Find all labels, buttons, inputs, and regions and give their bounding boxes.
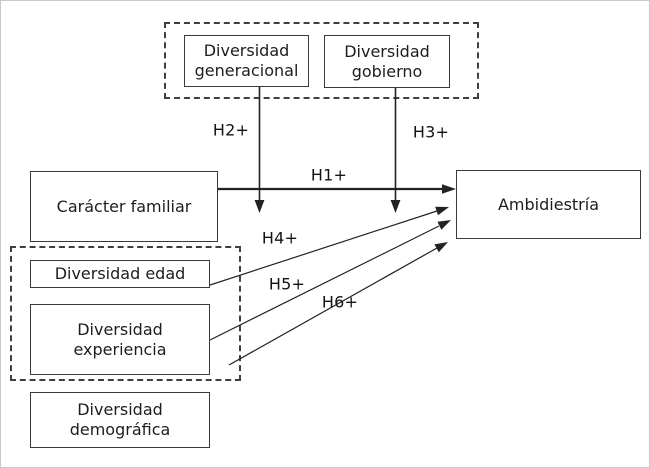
h5-label: H5+ [268,274,306,294]
node-label: Diversidad generacional [194,41,299,80]
h5-arrow-line [209,225,440,341]
h2-label: H2+ [212,120,250,140]
node-label: Diversidad gobierno [344,41,430,81]
h1-label: H1+ [310,165,348,185]
h6-arrow-line [228,247,438,366]
node-diversidad-gobierno: Diversidad gobierno [324,35,450,88]
node-diversidad-experiencia: Diversidad experiencia [30,304,210,375]
node-diversidad-demografica: Diversidad demográfica [30,392,210,448]
h4-arrowhead [435,206,449,216]
h4-arrow-line [209,210,438,286]
h1-arrowhead [442,184,456,194]
node-label: Diversidad demográfica [69,400,171,439]
edad-experiencia-dashed-group [10,246,241,381]
h6-label: H6+ [321,292,359,312]
node-label: Diversidad edad [54,264,186,284]
node-label: Carácter familiar [56,196,192,216]
h2-arrowhead [254,200,265,213]
h3-arrowhead [390,200,401,213]
node-diversidad-edad: Diversidad edad [30,260,210,288]
node-diversidad-generacional: Diversidad generacional [184,35,309,87]
h5-arrowhead [437,220,451,230]
h6-arrowhead [434,242,448,253]
moderators-dashed-group [164,22,479,99]
node-label: Diversidad experiencia [73,319,167,359]
h4-label: H4+ [261,228,299,248]
node-caracter-familiar: Carácter familiar [30,171,218,242]
node-label: Ambidiestría [497,194,599,214]
node-ambidiestria: Ambidiestría [456,170,641,239]
h3-label: H3+ [412,122,450,142]
